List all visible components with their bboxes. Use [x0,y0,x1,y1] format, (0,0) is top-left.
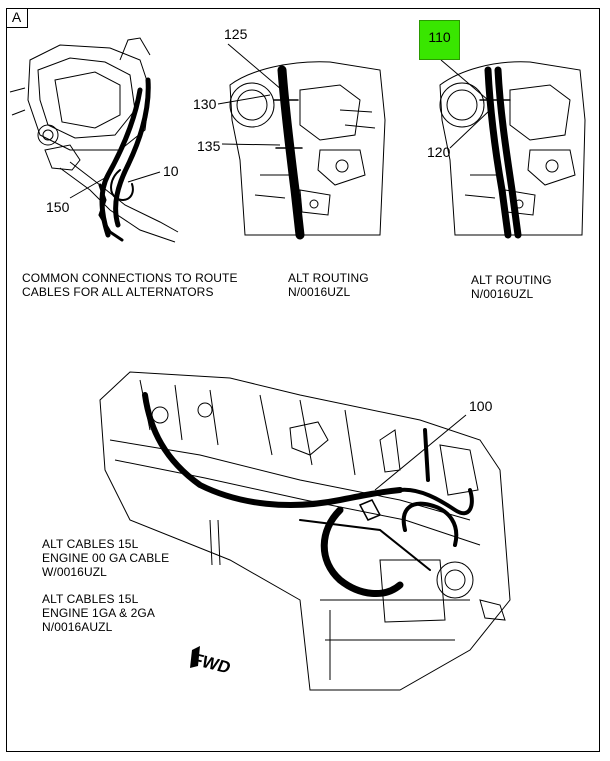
leader-lines [69,43,491,491]
alternator-view [9,37,179,243]
caption-alt-cables-00ga: ALT CABLES 15L ENGINE 00 GA CABLE W/0016… [42,537,170,579]
callout-110-highlight: 110 [419,20,460,60]
fwd-arrow-icon [190,646,200,668]
engine-view-1-cable [273,65,305,240]
engine-view-2 [439,61,586,236]
callout-125: 125 [224,26,248,42]
panel-label: A [6,8,28,28]
engine-main-view [99,371,511,691]
callout-10: 10 [163,163,179,179]
callout-130: 130 [193,96,217,112]
diagram-frame [6,8,600,752]
engine-view-2-cable [479,66,522,239]
callout-150: 150 [46,199,70,215]
alternator-cables [98,77,151,242]
callout-135: 135 [197,138,221,154]
callout-100: 100 [469,398,493,414]
caption-common-connections: COMMON CONNECTIONS TO ROUTE CABLES FOR A… [22,271,238,299]
engine-main-cables [142,392,474,598]
engine-view-1 [229,61,386,236]
caption-alt-cables-1ga: ALT CABLES 15L ENGINE 1GA & 2GA N/0016AU… [42,592,155,634]
caption-alt-routing-2: ALT ROUTING N/0016UZL [471,273,552,301]
caption-alt-routing-1: ALT ROUTING N/0016UZL [288,271,369,299]
callout-120: 120 [427,144,451,160]
